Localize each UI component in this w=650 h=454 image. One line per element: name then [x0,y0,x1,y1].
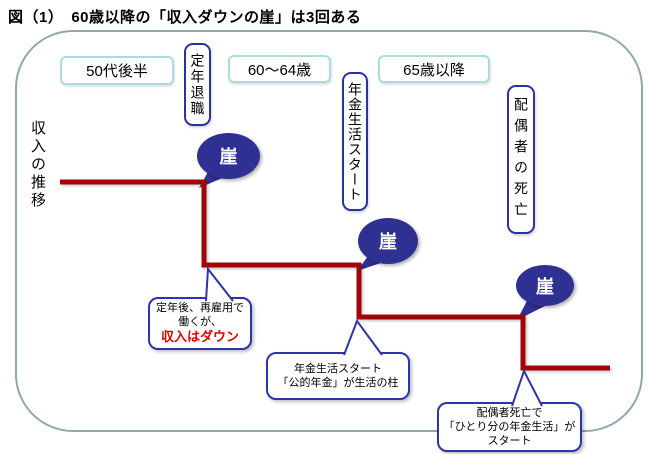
callout-public-pension: 年金生活スタート 「公的年金」が生活の柱 [266,352,410,400]
event-label-pension-start: 年金生活スタート [342,72,368,211]
callout-reemployment-income-down: 定年後、再雇用で 働くが、 収入はダウン [148,297,252,350]
cliff-bubble-3: 崖 [516,265,574,306]
event-label-text: 定年退職 [189,52,206,117]
cliff-bubble-2: 崖 [358,218,418,264]
event-label-text: 年金生活スタート [347,81,363,202]
age-label-text: 65歳以降 [403,61,465,79]
age-label-60-64: 60～64歳 [228,55,331,83]
event-label-retirement: 定年退職 [184,43,211,126]
callout-text-line: 定年後、再雇用で [156,301,244,314]
income-axis-label: 収入の推移 [29,120,46,210]
callout-text-line: スタート [487,435,532,448]
figure-title: 図（1） 60歳以降の「収入ダウンの崖」は3回ある [8,9,362,26]
diagram-frame [15,30,643,432]
age-label-late-50s: 50代後半 [60,56,174,85]
callout-text-line: 働くが、 [178,316,222,329]
age-label-65-plus: 65歳以降 [378,55,490,83]
callout-text-line: 年金生活スタート [294,362,382,375]
age-label-text: 50代後半 [86,63,148,80]
event-label-text: 配偶者の死亡 [513,96,529,223]
callout-text-line: 配偶者死亡で [476,406,543,419]
callout-text-line: 「公的年金」が生活の柱 [277,377,399,389]
age-label-text: 60～64歳 [247,61,312,79]
event-label-spouse-death: 配偶者の死亡 [507,85,535,234]
cliff-bubble-1: 崖 [197,133,260,179]
callout-text-line: 「ひとり分の年金生活」が [443,420,576,433]
callout-highlight-text: 収入はダウン [160,329,239,345]
callout-single-pension-life: 配偶者死亡で 「ひとり分の年金生活」が スタート [437,402,582,452]
